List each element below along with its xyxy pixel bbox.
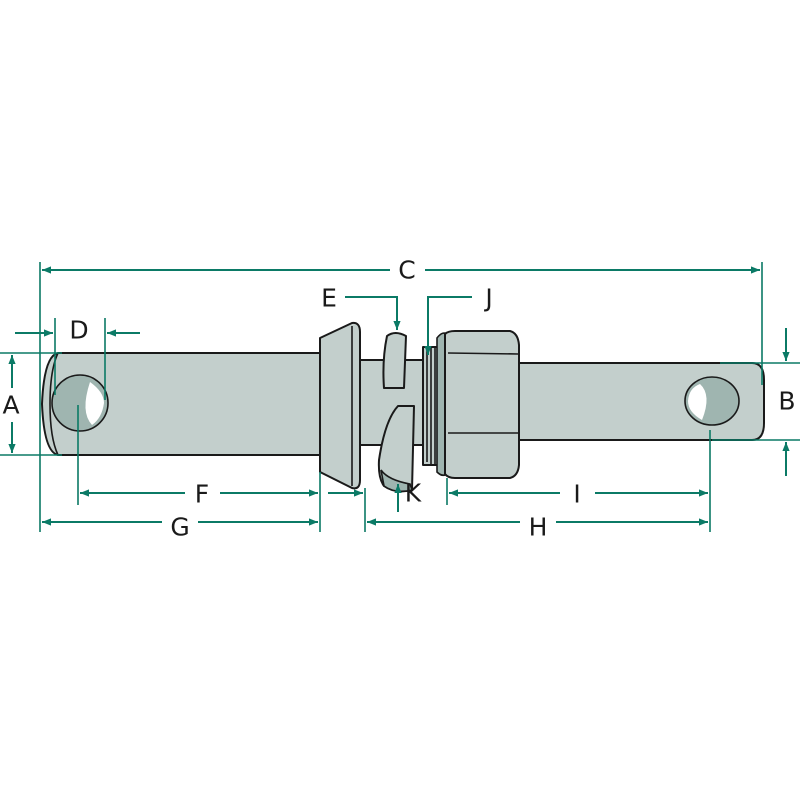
label-k: K [405, 479, 422, 508]
right-hole [684, 376, 740, 426]
label-f: F [195, 480, 209, 509]
collar [319, 321, 361, 490]
label-g: G [170, 513, 189, 542]
label-b: B [778, 387, 795, 416]
dimension-lines [0, 262, 800, 532]
label-c: C [398, 256, 415, 285]
label-e: E [321, 284, 337, 313]
label-i: I [573, 480, 580, 509]
left-hole [51, 374, 109, 432]
label-d: D [69, 316, 88, 345]
nut [436, 330, 520, 479]
label-a: A [2, 391, 19, 420]
label-h: H [529, 513, 548, 542]
pin-drawing [41, 321, 765, 493]
left-shaft [41, 352, 326, 456]
label-j: J [483, 284, 492, 313]
